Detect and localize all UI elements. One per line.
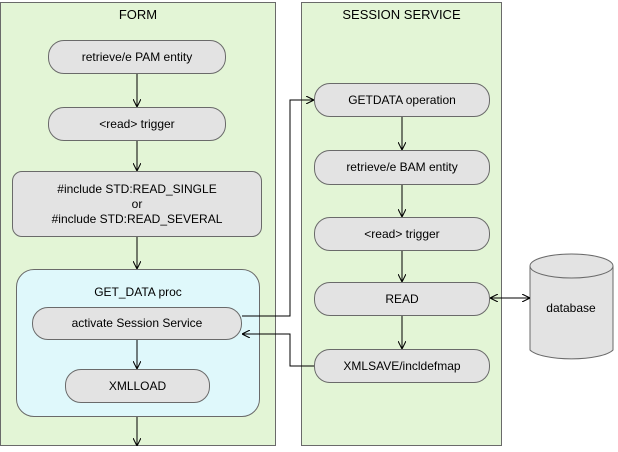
service-read-trigger-label: <read> trigger (364, 226, 440, 241)
xmlsave-incldefmap-label: XMLSAVE/incldefmap (343, 358, 461, 373)
include-read-single-label: #include STD:READ_SINGLE (57, 181, 217, 196)
database-label: database (546, 301, 596, 315)
include-read-several-label: #include STD:READ_SEVERAL (51, 211, 223, 226)
xmlload-label: XMLLOAD (108, 378, 167, 393)
service-read-trigger-node: <read> trigger (314, 217, 490, 251)
xmlsave-incldefmap-node: XMLSAVE/incldefmap (314, 349, 490, 383)
retrieve-bam-entity-node: retrieve/e BAM entity (314, 150, 490, 185)
form-lane-title: FORM (118, 7, 158, 22)
retrieve-pam-entity-node: retrieve/e PAM entity (48, 40, 226, 74)
retrieve-pam-entity-label: retrieve/e PAM entity (81, 49, 193, 64)
include-or-label: or (131, 196, 143, 211)
read-label: READ (385, 291, 419, 306)
session-service-lane-title: SESSION SERVICE (342, 7, 461, 22)
activate-session-service-node: activate Session Service (32, 307, 242, 340)
xmlload-node: XMLLOAD (65, 369, 210, 403)
read-node: READ (314, 282, 490, 316)
arrow-activate-to-getdata (242, 100, 314, 317)
include-read-node: #include STD:READ_SINGLE or #include STD… (12, 171, 262, 237)
getdata-operation-node: GETDATA operation (314, 83, 490, 117)
getdata-operation-label: GETDATA operation (348, 92, 456, 107)
form-read-trigger-node: <read> trigger (48, 107, 226, 141)
retrieve-bam-entity-label: retrieve/e BAM entity (346, 160, 458, 174)
arrow-xmlsave-to-activate (242, 334, 314, 367)
activate-session-service-label: activate Session Service (71, 316, 203, 330)
get-data-proc-title: GET_DATA proc (94, 285, 182, 299)
form-read-trigger-label: <read> trigger (99, 116, 175, 131)
